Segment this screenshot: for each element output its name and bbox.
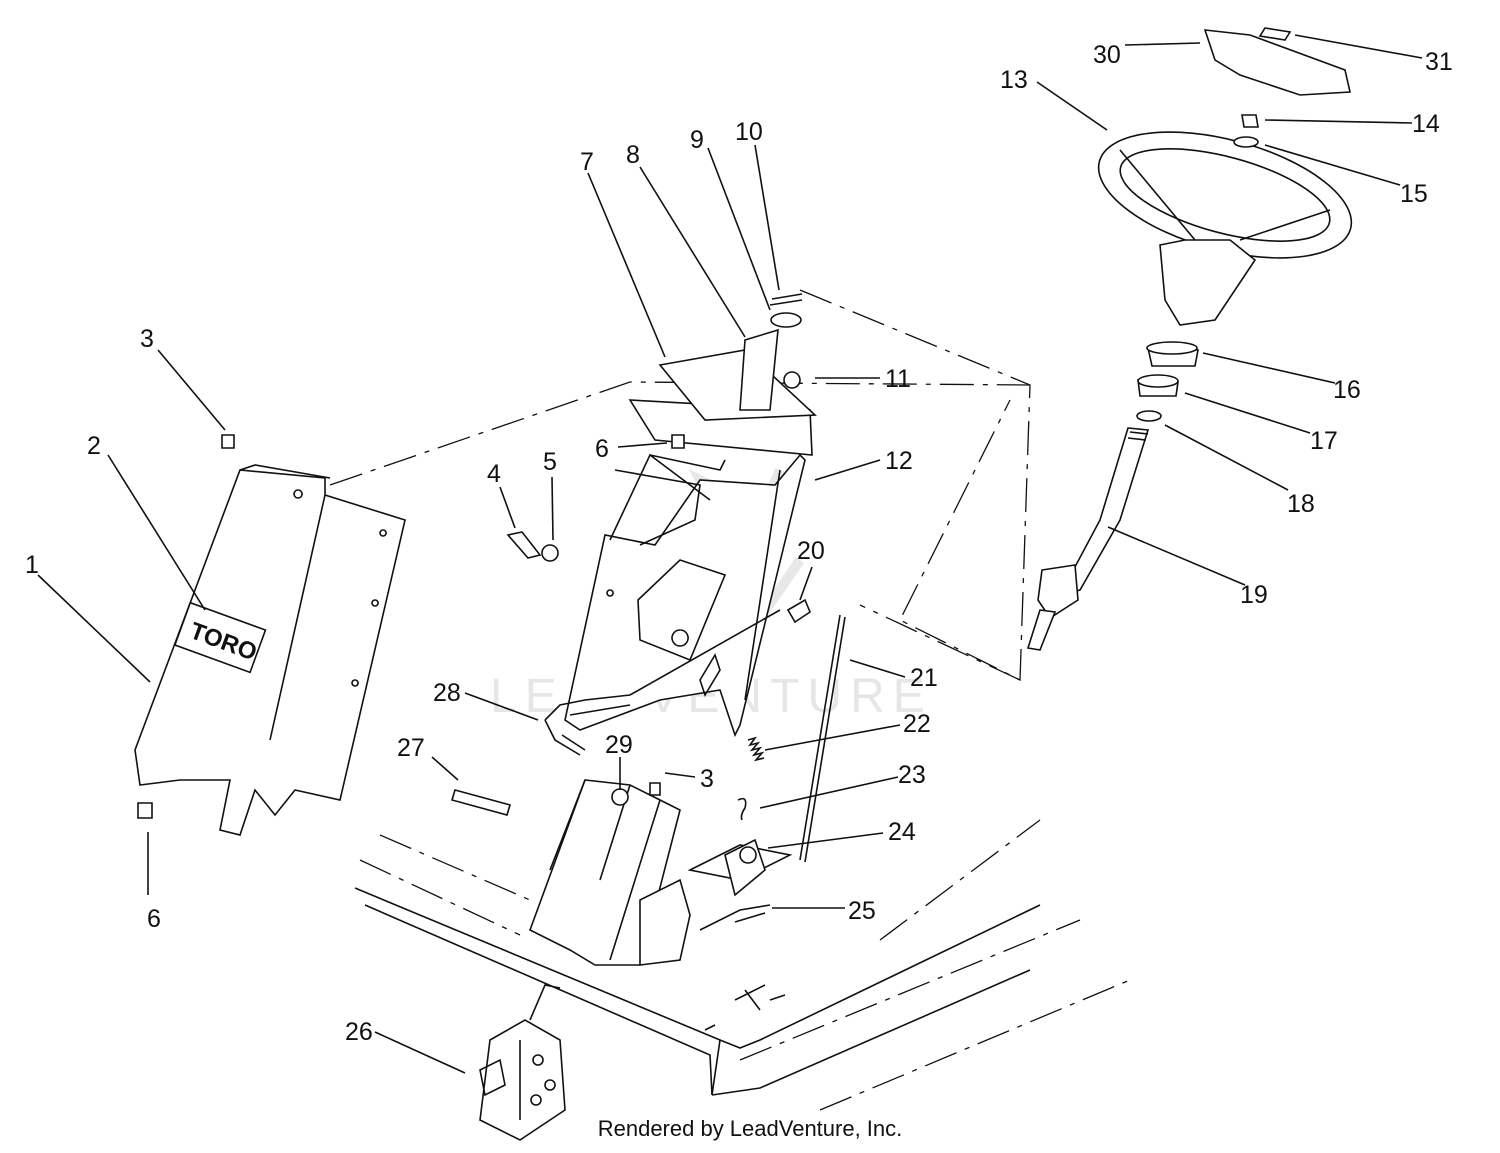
callouts: 1 2 3 3 4 5 6 6 7 8 9 10 11 12 13 14 15 … [25,41,1453,1046]
callout-3: 3 [700,765,714,793]
callout-5: 5 [543,448,557,476]
steering-shaft-part-19 [1026,427,1150,651]
bolt-part-4 [506,531,542,559]
snap-ring-part-18 [1136,410,1162,422]
callout-6: 6 [147,905,161,933]
callout-4: 4 [487,460,501,488]
callout-3: 3 [140,325,154,353]
callout-31: 31 [1425,48,1453,76]
spring-part-22 [747,736,765,762]
washer-part-15 [1233,136,1259,148]
callout-26: 26 [345,1018,373,1046]
callout-1: 1 [25,551,39,579]
callout-19: 19 [1240,581,1268,609]
callout-18: 18 [1287,490,1315,518]
cowl-shroud: TORO [134,464,406,836]
callout-28: 28 [433,679,461,707]
tilt-rod-part-28 [544,609,781,756]
steering-valve-part-26 [479,984,566,1141]
callout-6: 6 [595,435,609,463]
callout-15: 15 [1400,180,1428,208]
callout-16: 16 [1333,376,1361,404]
callout-10: 10 [735,118,763,146]
credit-line: Rendered by LeadVenture, Inc. [597,1116,903,1141]
callout-17: 17 [1310,427,1338,455]
callout-22: 22 [903,710,931,738]
callout-11: 11 [885,365,911,393]
callout-20: 20 [797,537,825,565]
washer-part-5 [541,544,559,562]
callout-7: 7 [580,148,594,176]
column-tube [658,293,817,421]
center-cap-part-30 [1203,29,1351,96]
callout-24: 24 [888,818,916,846]
mount-bracket-part-29 [529,779,691,966]
clip-part-23 [737,797,747,821]
pin-part-27 [450,789,512,816]
callout-30: 30 [1093,41,1121,69]
frame-plate [354,887,1041,1096]
phantom-lines [329,289,1131,1111]
bearing-part-17 [1137,374,1179,397]
steering-wheel-part-13 [1097,131,1353,326]
tilt-pin-part-20 [786,598,811,624]
toro-logo-plate: TORO [173,601,267,674]
bushing-part-16 [1146,341,1199,367]
callout-12: 12 [885,447,913,475]
callout-29: 29 [605,731,633,759]
callout-23: 23 [898,761,926,789]
screw-part-3-lower [649,782,661,796]
bushing-part-6-left [137,802,153,819]
insert-part-31 [1258,27,1292,41]
rod-part-21 [799,614,846,863]
latch-part-24 [687,838,793,897]
callout-9: 9 [690,126,704,154]
callout-13: 13 [1000,66,1028,94]
pin-part-25 [699,904,771,931]
callout-25: 25 [848,897,876,925]
callout-14: 14 [1412,110,1440,138]
bushing-part-6-top [671,434,685,449]
callout-8: 8 [626,141,640,169]
screw-part-3 [221,434,235,449]
callout-21: 21 [910,664,938,692]
callout-2: 2 [87,432,101,460]
nut-part-14 [1241,114,1259,128]
callout-27: 27 [397,734,425,762]
leader-lines [37,34,1423,1074]
